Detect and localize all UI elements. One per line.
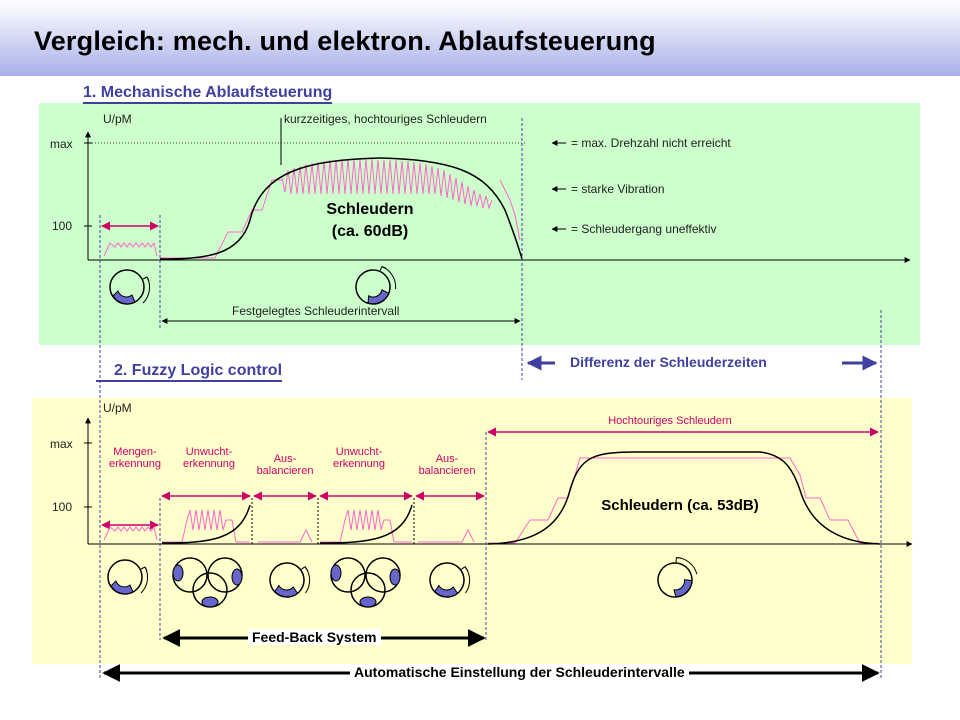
feedback-label: Feed-Back System bbox=[248, 629, 381, 645]
mech-vibration bbox=[281, 158, 493, 210]
high-spin-label: Hochtouriges Schleudern bbox=[608, 415, 732, 427]
mech-y-unit: U/pM bbox=[103, 112, 132, 126]
phase-label-3: Aus- balancieren bbox=[256, 453, 314, 477]
drum-icon bbox=[651, 551, 702, 604]
drum-icon bbox=[192, 572, 228, 608]
mech-note-1: = max. Drehzahl nicht erreicht bbox=[571, 136, 731, 150]
mech-chart bbox=[84, 118, 911, 680]
drum-icon bbox=[107, 559, 149, 595]
drum-icon bbox=[426, 558, 473, 601]
mech-low-vibration bbox=[103, 241, 158, 257]
phase-label-4: Unwucht- erkennung bbox=[333, 446, 385, 470]
mech-note-2: = starke Vibration bbox=[571, 182, 665, 196]
fuzzy-spin-label: Schleudern (ca. 53dB) bbox=[601, 497, 759, 514]
mech-spin-curve bbox=[159, 157, 523, 260]
fuzzy-100-label: 100 bbox=[52, 500, 73, 514]
mech-note-3: = Schleudergang uneffektiv bbox=[571, 222, 717, 236]
mech-interval-label: Festgelegtes Schleuderintervall bbox=[232, 304, 400, 318]
mech-100-label: 100 bbox=[52, 219, 73, 233]
drum-icon bbox=[365, 557, 401, 593]
mech-top-label: kurzzeitiges, hochtouriges Schleudern bbox=[284, 112, 487, 126]
drum-icon bbox=[330, 557, 366, 593]
section1-title: 1. Mechanische Ablaufsteuerung bbox=[83, 84, 333, 104]
drum-icon bbox=[109, 269, 151, 305]
phase-label-2: Unwucht- erkennung bbox=[183, 446, 235, 470]
phase-label-1: Mengen- erkennung bbox=[109, 446, 161, 470]
fuzzy-max-label: max bbox=[50, 437, 73, 451]
drum-icon bbox=[207, 557, 243, 593]
difference-label: Differenz der Schleuderzeiten bbox=[570, 354, 767, 370]
drum-icon bbox=[172, 557, 208, 593]
mech-max-label: max bbox=[50, 137, 73, 151]
drum-icon bbox=[350, 572, 386, 608]
mech-center-label-2: (ca. 60dB) bbox=[331, 223, 409, 240]
page-title: Vergleich: mech. und elektron. Ablaufste… bbox=[34, 26, 656, 56]
mech-center-label-1: Schleudern bbox=[326, 201, 414, 218]
fuzzy-panel bbox=[32, 398, 912, 664]
auto-label: Automatische Einstellung der Schleuderin… bbox=[350, 664, 689, 680]
fuzzy-spin-curve bbox=[487, 451, 881, 545]
phase-label-5: Aus- balancieren bbox=[418, 453, 476, 477]
title-bar bbox=[0, 0, 960, 76]
section2-title: 2. Fuzzy Logic control bbox=[96, 362, 283, 382]
drum-icon bbox=[266, 558, 313, 601]
fuzzy-y-unit: U/pM bbox=[103, 401, 132, 415]
